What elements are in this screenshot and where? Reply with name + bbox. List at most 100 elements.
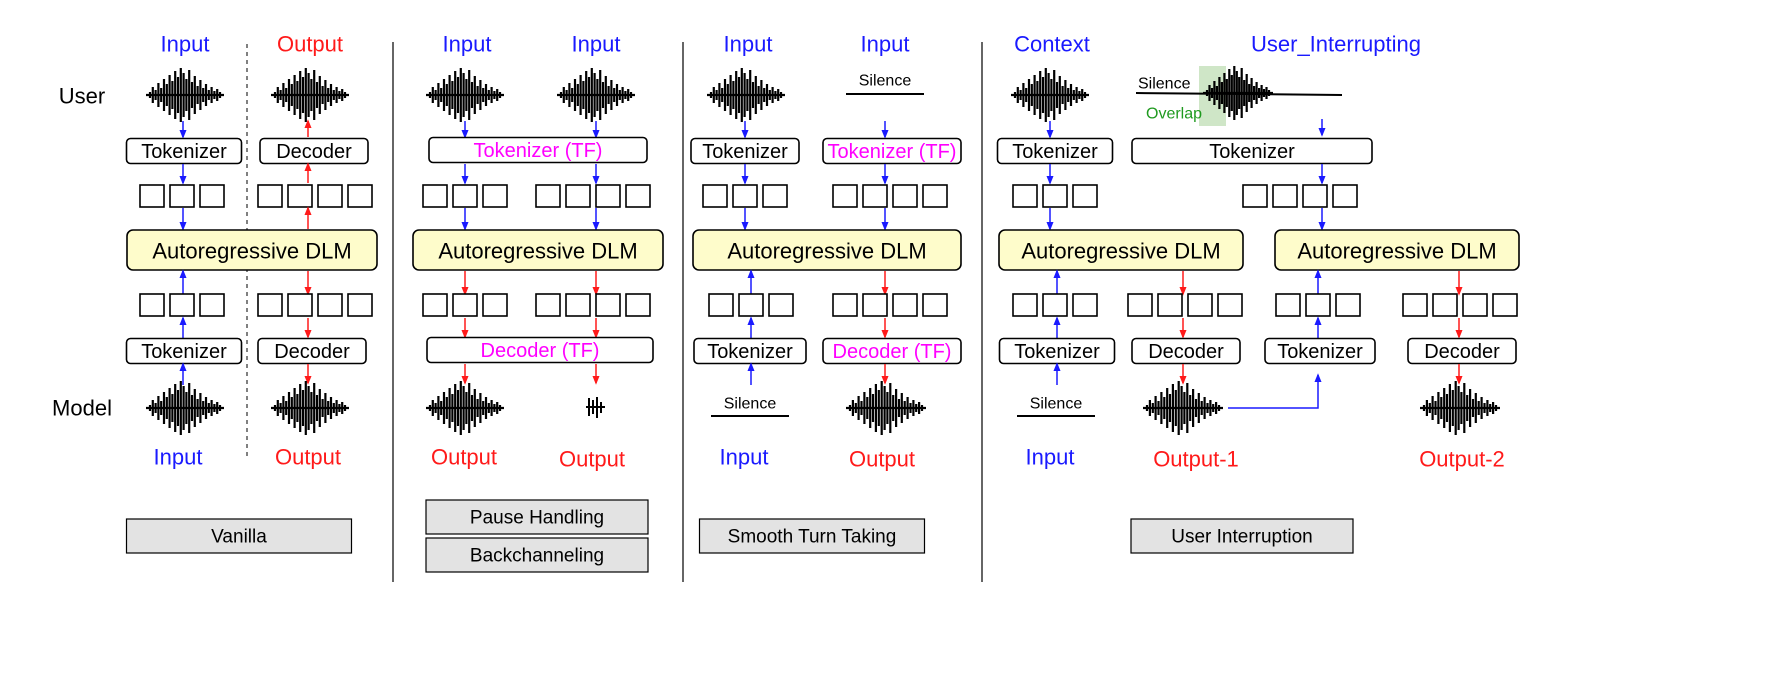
audio-waveform-icon — [146, 381, 224, 435]
decoder-tf-label: Decoder (TF) — [481, 340, 600, 362]
token-square — [1332, 184, 1358, 208]
user-interrupting-label: User_Interrupting — [1251, 32, 1421, 57]
token-square — [892, 184, 918, 208]
audio-waveform-icon — [271, 381, 349, 435]
token-square — [832, 293, 858, 317]
model-output-label: Output — [431, 445, 497, 470]
token-square — [1072, 184, 1098, 208]
tokenizer-label: Tokenizer — [1277, 341, 1363, 363]
decoder-label: Decoder — [1424, 341, 1500, 363]
output-2-label: Output-2 — [1419, 447, 1505, 472]
audio-waveform-icon — [271, 68, 349, 122]
token-square — [1492, 293, 1518, 317]
token-square — [832, 184, 858, 208]
token-square — [1302, 184, 1328, 208]
user-output-label: Output — [277, 32, 343, 57]
silence-label: Silence — [859, 73, 912, 90]
token-square — [732, 184, 758, 208]
tokenizer-label: Tokenizer — [1209, 141, 1295, 163]
dlm-label: Autoregressive DLM — [1021, 239, 1220, 264]
dlm-box — [998, 229, 1244, 271]
model-input-label: Input — [720, 445, 769, 470]
token-square — [1275, 293, 1301, 317]
tokenizer-tf-label: Tokenizer (TF) — [474, 140, 603, 162]
token-square — [287, 184, 313, 208]
model-input-label: Input — [1026, 445, 1075, 470]
token-square — [1127, 293, 1153, 317]
token-square — [452, 293, 478, 317]
row-label-user: User — [59, 84, 105, 109]
caption-user-interruption: User Interruption — [1171, 527, 1313, 548]
dlm-box — [126, 229, 378, 271]
token-square — [317, 293, 343, 317]
model-output-label: Output — [559, 447, 625, 472]
token-square — [1187, 293, 1213, 317]
audio-waveform-icon — [557, 68, 635, 122]
user-input-label: Input — [861, 32, 910, 57]
dlm-label: Autoregressive DLM — [1297, 239, 1496, 264]
decoder-label: Decoder — [276, 141, 352, 163]
audio-waveform-icon — [1203, 66, 1273, 120]
token-square — [452, 184, 478, 208]
token-square — [347, 184, 373, 208]
token-square — [768, 293, 794, 317]
token-square — [422, 293, 448, 317]
tokenizer-label: Tokenizer — [141, 341, 227, 363]
caption-backchanneling: Backchanneling — [470, 546, 604, 567]
token-square — [1335, 293, 1361, 317]
audio-waveform-icon — [1143, 381, 1223, 435]
output-1-label: Output-1 — [1153, 447, 1239, 472]
short-audio-waveform-icon — [586, 397, 605, 418]
token-square — [482, 184, 508, 208]
token-square — [1462, 293, 1488, 317]
audio-waveform-icon — [426, 381, 504, 435]
token-square — [595, 293, 621, 317]
tokenizer-tf-box — [428, 136, 648, 164]
user-input-label: Input — [724, 32, 773, 57]
token-square — [139, 293, 165, 317]
token-square — [565, 184, 591, 208]
token-square — [139, 184, 165, 208]
decoder-label: Decoder — [274, 341, 350, 363]
token-square — [1012, 184, 1038, 208]
tokenizer-label: Tokenizer — [1012, 141, 1098, 163]
silence-label: Silence — [1030, 396, 1083, 413]
token-square — [1432, 293, 1458, 317]
token-square — [625, 293, 651, 317]
tokenizer-box — [996, 137, 1114, 165]
token-square — [922, 293, 948, 317]
token-square — [1242, 184, 1268, 208]
token-square — [862, 184, 888, 208]
token-square — [702, 184, 728, 208]
tokenizer-label: Tokenizer — [707, 341, 793, 363]
token-square — [708, 293, 734, 317]
token-square — [199, 293, 225, 317]
audio-waveform-icon — [146, 68, 224, 122]
audio-waveform-icon — [707, 68, 785, 122]
token-square — [738, 293, 764, 317]
tokenizer-label: Tokenizer — [1014, 341, 1100, 363]
caption-smooth-turn-taking-box — [698, 518, 926, 554]
token-square — [1305, 293, 1331, 317]
caption-vanilla-box — [125, 518, 353, 554]
token-square — [862, 293, 888, 317]
caption-vanilla: Vanilla — [211, 527, 267, 548]
token-square — [169, 184, 195, 208]
caption-pause-handling-box — [425, 499, 649, 535]
silence-label: Silence — [1138, 76, 1191, 93]
silence-label: Silence — [724, 396, 777, 413]
user-input-label: Input — [443, 32, 492, 57]
audio-waveform-icon — [1420, 381, 1500, 435]
token-square — [1217, 293, 1243, 317]
token-square — [257, 293, 283, 317]
decoder-tf-label: Decoder (TF) — [833, 341, 952, 363]
token-square — [199, 184, 225, 208]
user-input-label: Input — [161, 32, 210, 57]
tokenizer-box — [1131, 137, 1373, 165]
tokenizer-tf-label: Tokenizer (TF) — [828, 141, 957, 163]
tokenizer-tf-box — [822, 137, 962, 165]
model-output-label: Output — [275, 445, 341, 470]
decoder-tf-box — [426, 336, 654, 364]
token-square — [922, 184, 948, 208]
overlap-label: Overlap — [1146, 106, 1202, 123]
